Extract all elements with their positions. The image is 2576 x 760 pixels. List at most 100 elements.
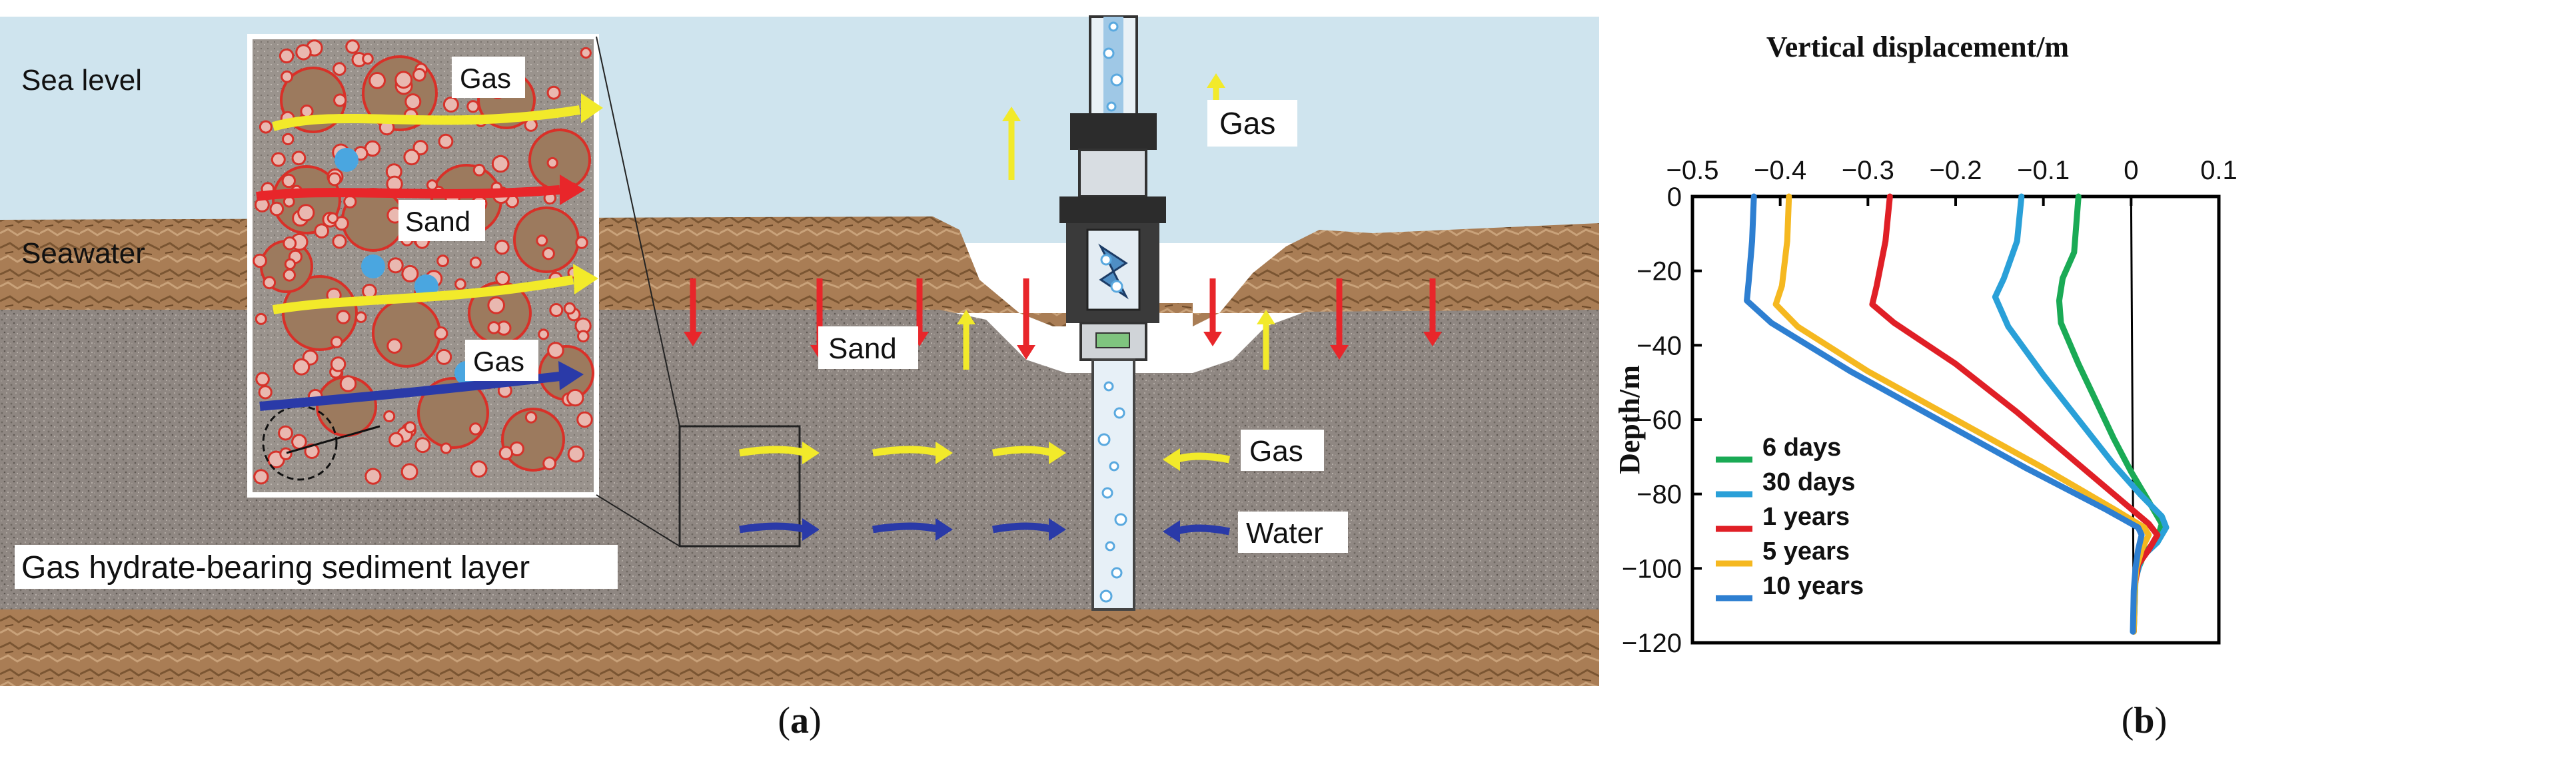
bubble <box>1105 541 1115 552</box>
gas-arrow-in-head <box>936 442 953 464</box>
y-tick-label: −120 <box>1622 629 1682 658</box>
legend-label: 10 years <box>1762 572 1864 600</box>
hydrate-particle <box>386 338 402 354</box>
x-tick-label: −0.1 <box>2017 156 2070 185</box>
hydrate-particle <box>388 432 404 448</box>
water-arrow-in <box>872 522 941 534</box>
hydrate-particle <box>498 446 514 460</box>
hydrate-particle <box>332 234 347 249</box>
hydrate-particle <box>253 253 267 268</box>
inset-water-arrow <box>259 372 560 411</box>
hydrate-particle <box>293 358 311 376</box>
y-tick-label: −40 <box>1636 331 1682 360</box>
svg-text:Gas: Gas <box>473 346 524 377</box>
panel-a: Sea level Seawater Gas hydrate-bearing s… <box>0 15 1599 741</box>
water-arrow-in-head <box>802 518 820 541</box>
hydrate-particle <box>269 201 285 216</box>
svg-text:Gas hydrate-bearing sediment l: Gas hydrate-bearing sediment layer <box>21 550 530 585</box>
hydrate-particle <box>330 336 343 348</box>
hydrate-particle <box>403 149 420 166</box>
hydrate-particle <box>440 442 452 454</box>
svg-text:Sand: Sand <box>405 206 470 237</box>
bubble <box>1100 254 1112 266</box>
label-gas-top: Gas <box>1207 100 1297 147</box>
caption-a: (a) <box>778 700 821 741</box>
svg-text:Gas: Gas <box>1249 435 1303 468</box>
hydrate-particle <box>304 443 320 460</box>
bubble <box>1099 589 1113 603</box>
label-sand-main: Sand <box>818 326 918 369</box>
bubble <box>1103 47 1115 59</box>
gas-arrow-in <box>1175 452 1231 464</box>
water-arrow-in-head <box>1049 518 1066 541</box>
x-tick-label: 0.1 <box>2200 156 2238 185</box>
hydrate-particle <box>253 469 269 485</box>
hydrate-particle <box>549 303 564 317</box>
hydrate-particle <box>283 268 296 282</box>
bubble <box>1097 433 1111 446</box>
hydrate-particle <box>333 93 347 107</box>
y-tick-label: −80 <box>1636 480 1682 510</box>
y-tick-label: 0 <box>1667 183 1682 212</box>
hydrate-particle <box>487 321 501 334</box>
hydrate-particle <box>279 48 295 64</box>
legend-label: 1 years <box>1762 503 1850 531</box>
svg-text:Gas: Gas <box>460 63 511 94</box>
hydrate-particle <box>472 163 486 177</box>
svg-text:Seawater: Seawater <box>21 237 145 270</box>
hydrate-particle <box>412 68 426 82</box>
hydrate-particle <box>339 375 357 392</box>
water-arrow-in <box>1175 524 1231 536</box>
inset-sand-arrow <box>256 185 560 201</box>
bubble <box>1110 73 1123 87</box>
hydrate-particle <box>295 44 312 61</box>
bubble <box>1114 513 1127 526</box>
inset-pore-view <box>247 34 801 548</box>
wellbore <box>1059 15 1166 611</box>
hydrate-particle <box>466 100 480 113</box>
hydrate-particle <box>404 421 416 434</box>
gas-arrow-in <box>872 446 941 457</box>
x-tick-label: −0.3 <box>1842 156 1894 185</box>
hydrate-particle <box>283 236 297 250</box>
hydrate-particle <box>362 53 374 65</box>
hydrate-particle <box>364 468 382 485</box>
gas-arrow-up-head <box>1257 310 1275 324</box>
hydrate-particle <box>326 212 339 224</box>
hydrate-particle <box>580 47 592 59</box>
label-water-side: Water <box>1238 512 1348 553</box>
svg-text:Sea level: Sea level <box>21 64 142 97</box>
hydrate-particle <box>394 71 413 89</box>
hydrate-particle <box>334 216 349 231</box>
x-tick-label: −0.5 <box>1666 156 1719 185</box>
bottom-rock-layer <box>0 609 1599 686</box>
hydrate-particle <box>577 330 590 343</box>
bubble <box>1110 280 1123 293</box>
water-arrow-in <box>739 522 808 534</box>
hydrate-particle <box>404 93 422 111</box>
hydrate-particle <box>297 204 315 222</box>
hydrate-particle <box>434 326 448 340</box>
gas-arrow-in-head <box>1163 448 1180 471</box>
gas-arrow-rise-head <box>1207 73 1225 88</box>
hydrate-particle <box>279 447 293 460</box>
sand-arrow-head <box>1423 332 1442 346</box>
gas-arrow-in <box>992 446 1054 457</box>
x-tick-label: −0.2 <box>1930 156 1982 185</box>
hydrate-particle <box>300 105 314 119</box>
svg-text:Sand: Sand <box>828 332 897 365</box>
hydrate-particle <box>281 70 294 83</box>
svg-text:Gas: Gas <box>1219 106 1275 141</box>
hydrate-particle <box>546 157 558 169</box>
hydrate-particle <box>547 342 564 359</box>
sand-grains <box>253 39 594 485</box>
hydrate-particle <box>426 179 438 191</box>
hydrate-particle <box>495 270 510 286</box>
hydrate-particle <box>494 239 510 255</box>
hydrate-particle <box>491 155 510 173</box>
hydrate-particle <box>567 445 585 463</box>
gas-arrow-in <box>739 446 808 457</box>
hydrate-particle <box>436 254 449 268</box>
label-inset-gas-top: Gas <box>452 57 525 98</box>
sand-arrow-head <box>684 332 702 346</box>
